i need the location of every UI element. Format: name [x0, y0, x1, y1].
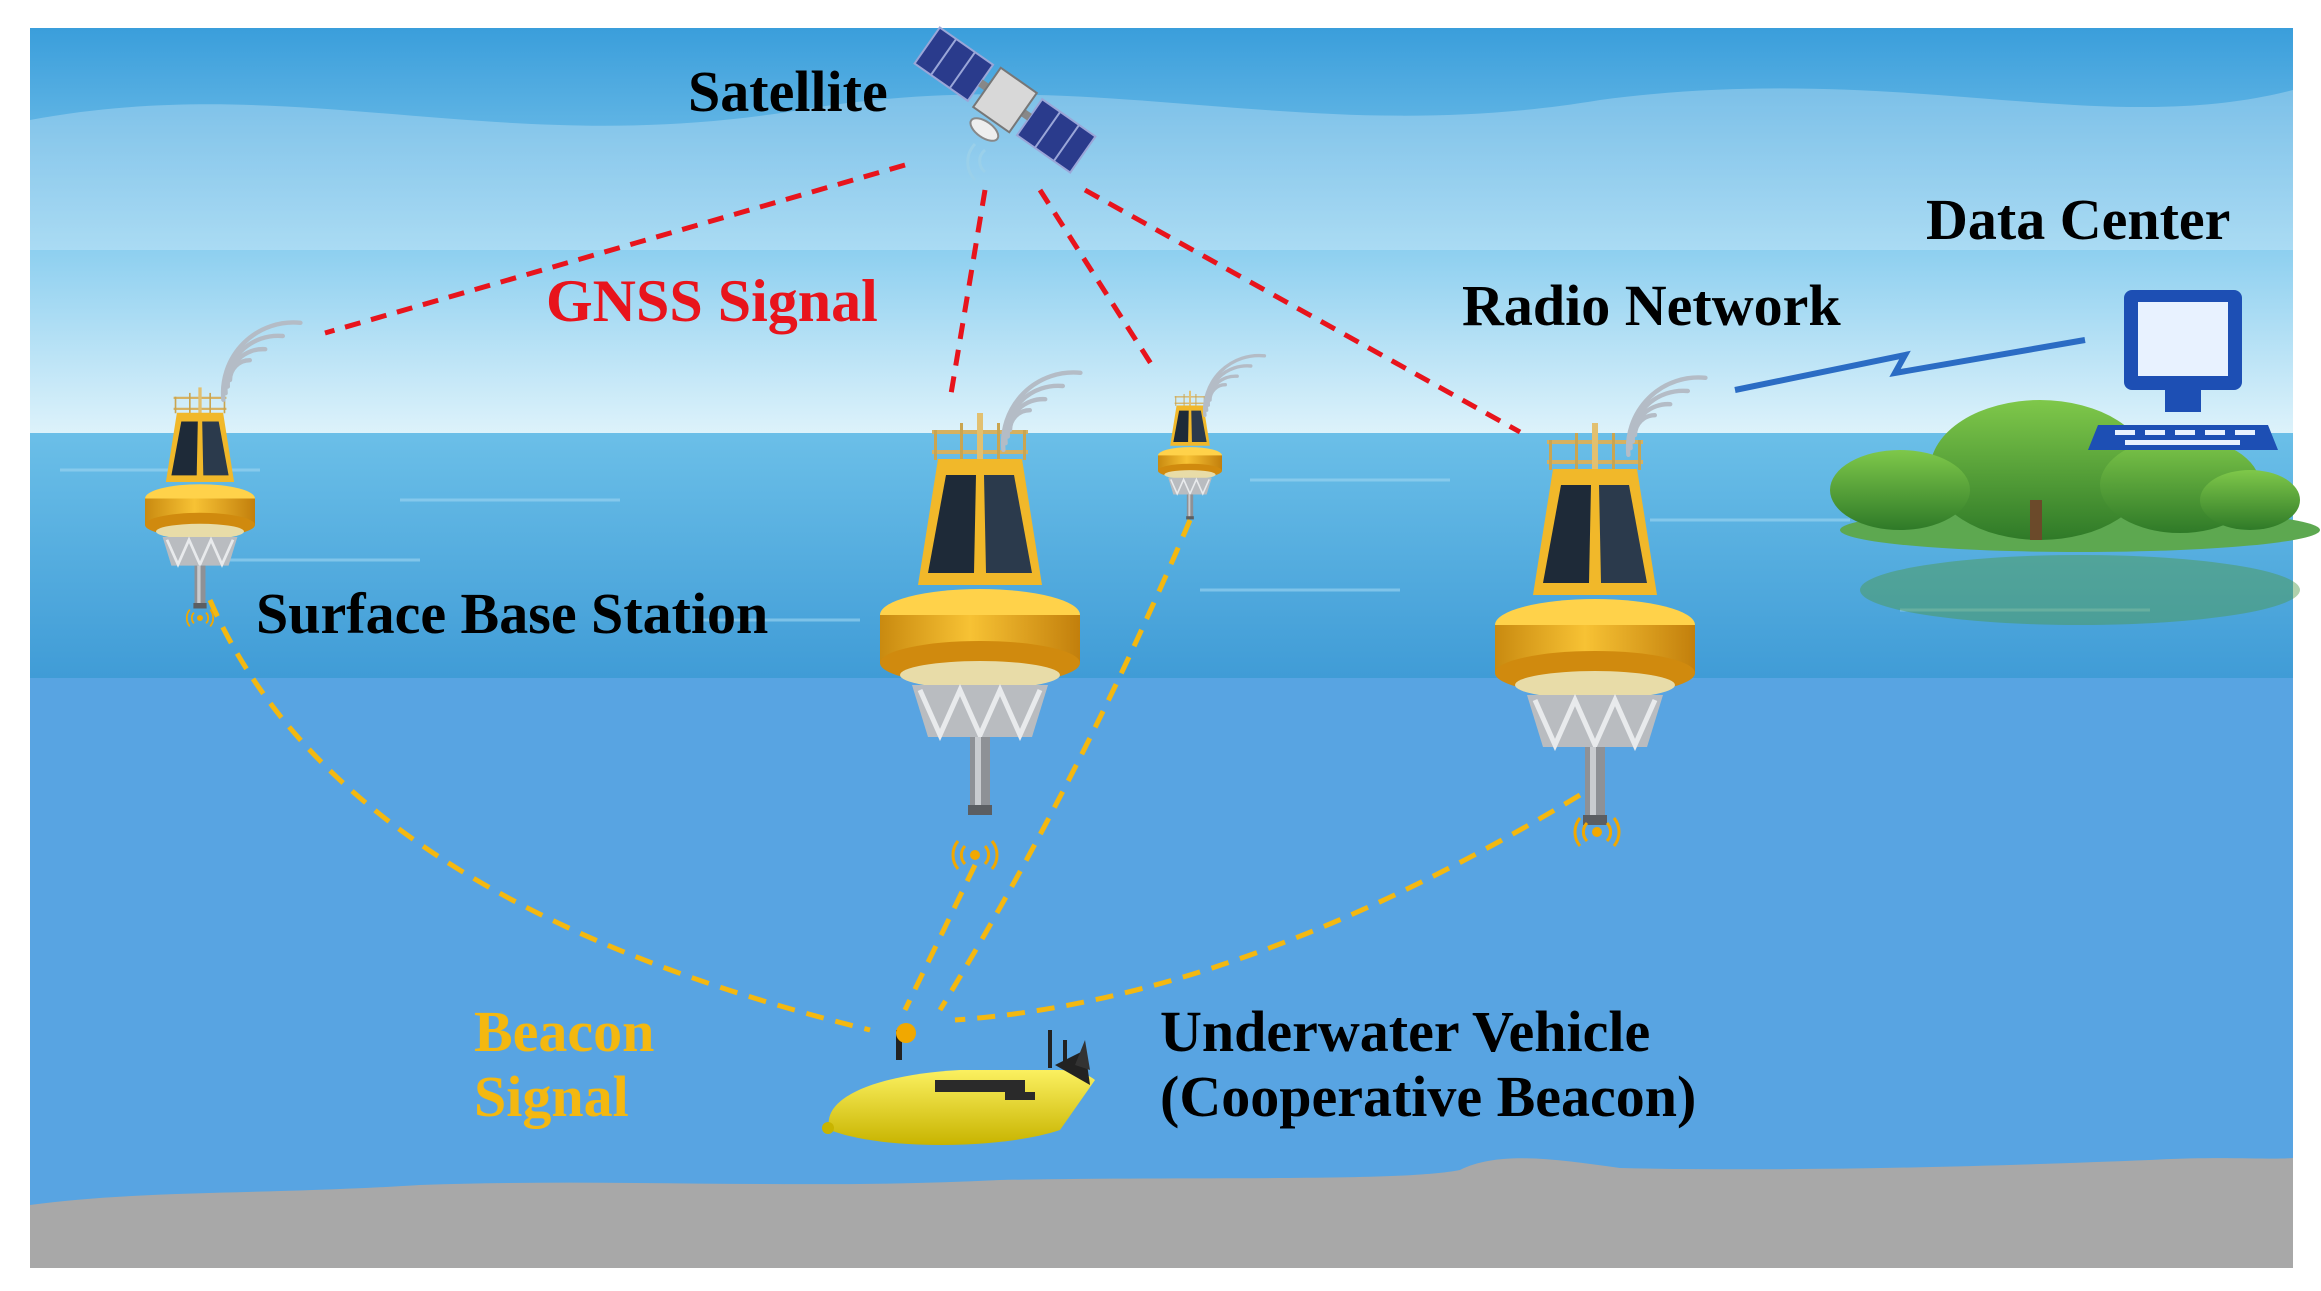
underwater-vehicle-line-1: Underwater Vehicle	[1160, 999, 1651, 1064]
radio-network-label: Radio Network	[1462, 273, 1841, 338]
beacon-signal-line-1: Beacon	[474, 999, 655, 1064]
data-center-label: Data Center	[1926, 187, 2231, 252]
beacon-signal-line-2: Signal	[474, 1063, 629, 1129]
gnss-signal-label: GNSS Signal	[546, 268, 878, 334]
gnss-signal-lines	[324, 162, 1522, 435]
underwater-vehicle-icon	[822, 1023, 1095, 1145]
clouds	[30, 88, 2293, 250]
satellite-icon	[913, 26, 1097, 174]
surface-base-station-label: Surface Base Station	[256, 581, 769, 646]
underwater-vehicle-line-2: (Cooperative Beacon)	[1160, 1063, 1697, 1129]
beacon-signal-label: Beacon Signal	[474, 999, 655, 1130]
beacon-signal-lines	[207, 519, 1582, 1033]
seabed	[30, 1158, 2293, 1268]
computer-monitor-icon	[2088, 290, 2278, 450]
underwater-vehicle-label: Underwater Vehicle (Cooperative Beacon)	[1160, 999, 1697, 1130]
radio-link-icon	[1734, 337, 2086, 393]
antenna-wave-icon	[966, 142, 987, 182]
sea-ripples	[60, 468, 2150, 622]
satellite-label: Satellite	[688, 59, 888, 124]
